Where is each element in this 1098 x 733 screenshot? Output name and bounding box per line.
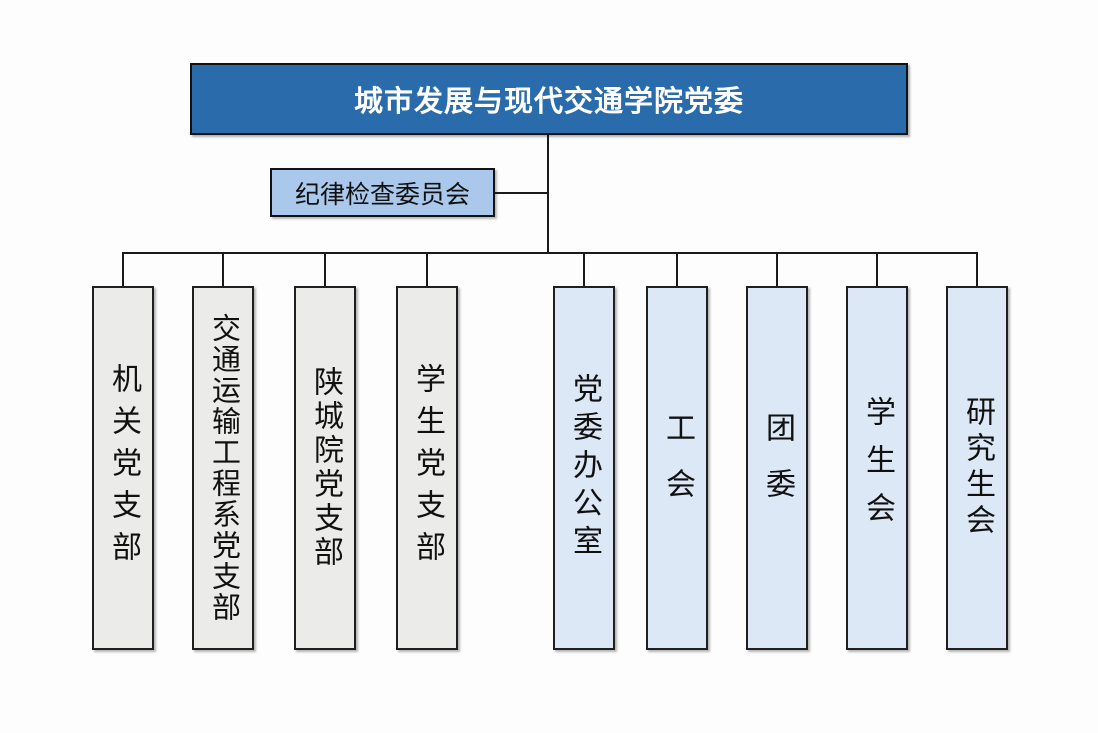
- connector-drop: [676, 253, 678, 286]
- branch-label: 陕城院党支部: [309, 366, 342, 570]
- branch-label: 机关党支部: [107, 363, 140, 573]
- branch-label: 交通运输工程系党支部: [207, 313, 240, 623]
- college-party-committee-box: 城市发展与现代交通学院党委: [190, 63, 908, 135]
- connector-committee-link: [495, 192, 548, 194]
- connector-drop: [426, 253, 428, 286]
- branch-agency-party-branch: 机关党支部: [92, 286, 154, 650]
- branch-youth-league-committee: 团委: [746, 286, 808, 650]
- branch-transport-engineering-dept-party-branch: 交通运输工程系党支部: [192, 286, 254, 650]
- branch-label: 学生会: [861, 396, 894, 540]
- branch-labor-union: 工会: [646, 286, 708, 650]
- branch-label: 党委办公室: [568, 373, 601, 563]
- branch-label: 工会: [661, 412, 694, 524]
- branch-graduate-student-union: 研究生会: [946, 286, 1008, 650]
- connector-drop: [122, 253, 124, 286]
- connector-trunk: [547, 135, 549, 254]
- branch-student-party-branch: 学生党支部: [396, 286, 458, 650]
- branch-label: 研究生会: [961, 396, 994, 540]
- connector-drop: [583, 253, 585, 286]
- discipline-inspection-committee-box: 纪律检查委员会: [270, 168, 495, 217]
- connector-drop: [976, 253, 978, 286]
- branch-student-union: 学生会: [846, 286, 908, 650]
- connector-drop: [876, 253, 878, 286]
- branch-label: 团委: [761, 412, 794, 524]
- branch-shanchengyuan-party-branch: 陕城院党支部: [294, 286, 356, 650]
- college-party-committee-label: 城市发展与现代交通学院党委: [353, 86, 744, 118]
- connector-drop: [222, 253, 224, 286]
- branch-label: 学生党支部: [411, 363, 444, 573]
- discipline-inspection-committee-label: 纪律检查委员会: [294, 180, 470, 209]
- connector-rail: [122, 252, 978, 254]
- branch-party-committee-office: 党委办公室: [553, 286, 615, 650]
- connector-drop: [776, 253, 778, 286]
- connector-drop: [324, 253, 326, 286]
